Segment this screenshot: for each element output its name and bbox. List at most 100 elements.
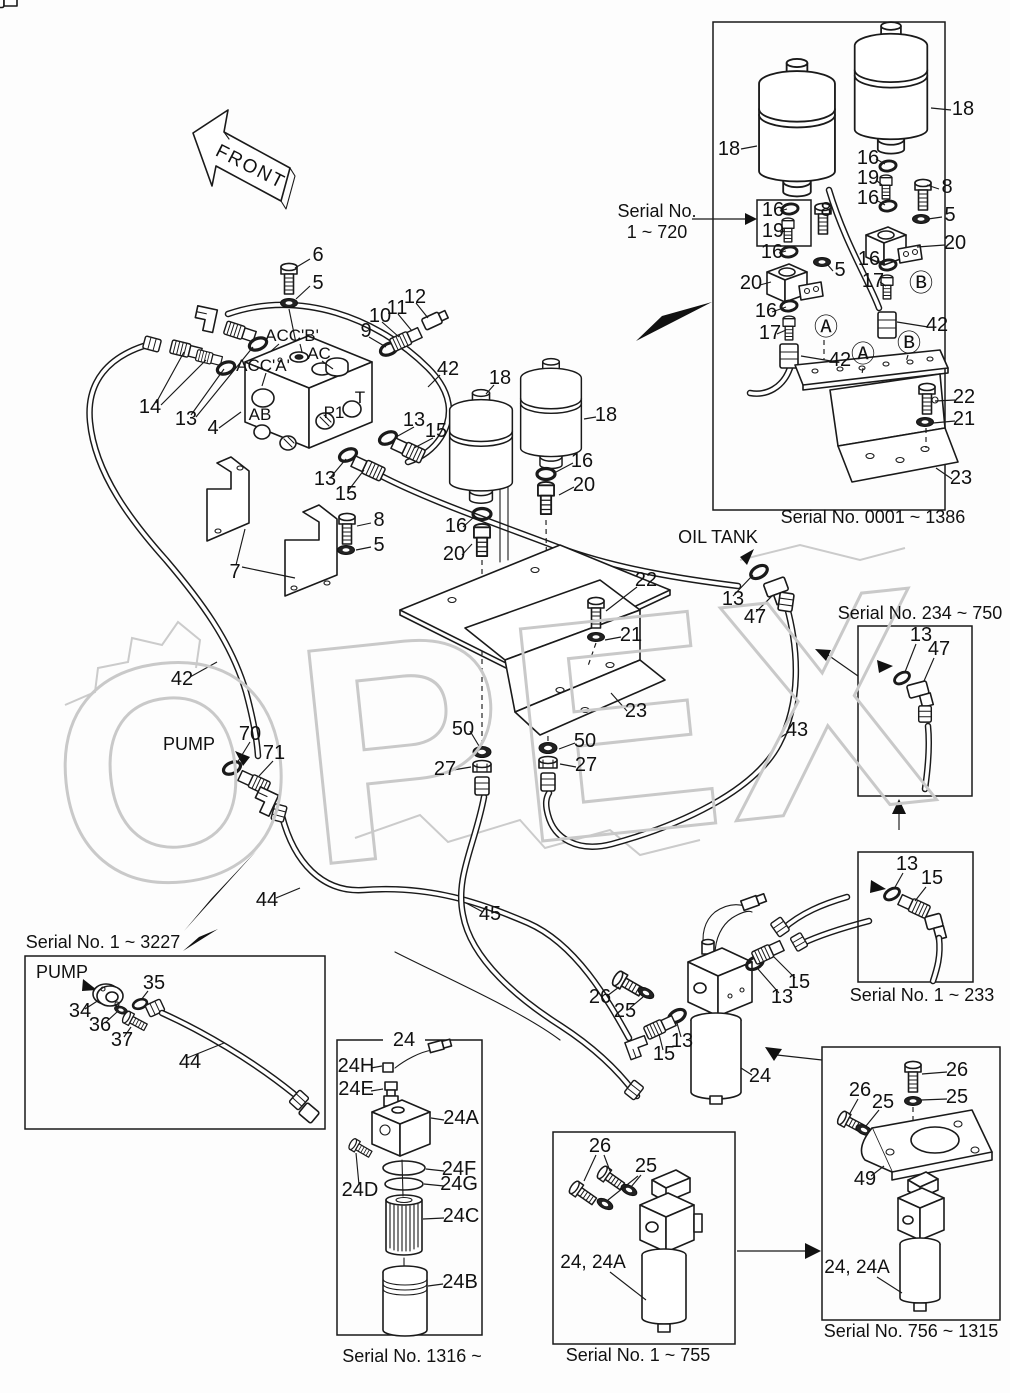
i755-label-24-24a: 24, 24A xyxy=(560,1252,626,1273)
callout-20-right: 20 xyxy=(573,474,595,496)
pump-flange xyxy=(92,983,124,1007)
watermark-graphics xyxy=(64,543,906,857)
ti-callout-8-r: 8 xyxy=(941,176,952,198)
callout-43: 43 xyxy=(786,719,808,741)
port-label-acc-a: ACC'A' xyxy=(236,356,290,375)
inset-serial-1-3227 xyxy=(24,929,326,1130)
note-serial-720-line2: 1 ~ 720 xyxy=(627,222,688,242)
callout-13-filter-right: 13 xyxy=(771,986,793,1008)
port-label-t: T xyxy=(355,388,365,407)
callout-8-bracket: 8 xyxy=(373,509,384,531)
ipump-callout-36: 36 xyxy=(89,1014,111,1036)
callout-23-main: 23 xyxy=(625,700,647,722)
ipump-label: PUMP xyxy=(36,962,88,982)
ti-callout-18-right: 18 xyxy=(952,98,974,120)
i756-callout-49: 49 xyxy=(854,1168,876,1190)
callout-24-filter: 24 xyxy=(749,1065,771,1087)
bracket-49 xyxy=(860,1109,993,1181)
callout-50-left: 50 xyxy=(452,718,474,740)
label-oil-tank: OIL TANK xyxy=(678,527,758,547)
ti-circle-a1: Ⓐ xyxy=(814,314,838,341)
i756-callout-25-top: 25 xyxy=(946,1086,968,1108)
callout-13-left: 13 xyxy=(175,408,197,430)
port-label-acc-b: ACC'B' xyxy=(265,326,319,345)
callout-13-p1: 13 xyxy=(314,468,336,490)
valve-block xyxy=(244,335,373,451)
i756-callout-26-left: 26 xyxy=(849,1079,871,1101)
callout-42-top: 42 xyxy=(437,358,459,380)
i755-callout-26: 26 xyxy=(589,1135,611,1157)
ti-callout-42-l: 42 xyxy=(829,349,851,371)
callout-5-valve: 5 xyxy=(312,272,323,294)
ti-callout-5-r: 5 xyxy=(944,204,955,226)
label-pump: PUMP xyxy=(163,734,215,754)
i234-callout-47: 47 xyxy=(928,638,950,660)
ti-callout-16-r2: 16 xyxy=(857,187,879,209)
ti-caption: Serial No. 0001 ~ 1386 xyxy=(781,507,966,527)
callout-45: 45 xyxy=(479,903,501,925)
callout-71: 71 xyxy=(263,742,285,764)
ti-callout-16-r3: 16 xyxy=(858,248,880,270)
inset-serial-756-1315 xyxy=(737,1046,1001,1321)
callout-15-filter-left: 15 xyxy=(653,1043,675,1065)
ti-callout-5-l: 5 xyxy=(834,259,845,281)
callout-25-filter: 25 xyxy=(614,1000,636,1022)
ti-circle-a2: Ⓐ xyxy=(851,341,875,368)
i1316-callout-24c: 24C xyxy=(443,1205,480,1227)
callout-20-left: 20 xyxy=(443,543,465,565)
i1316-callout-24h: 24H xyxy=(338,1055,375,1077)
ti-callout-17-l: 17 xyxy=(759,322,781,344)
callout-4: 4 xyxy=(207,417,218,439)
ipump-callout-37: 37 xyxy=(111,1029,133,1051)
inset-serial-0001-1386 xyxy=(712,21,959,511)
callout-27-right: 27 xyxy=(575,754,597,776)
i233-callout-15: 15 xyxy=(921,867,943,889)
i1316-callout-24: 24 xyxy=(393,1029,415,1051)
callout-7: 7 xyxy=(229,561,240,583)
callout-18-main-right: 18 xyxy=(595,404,617,426)
ti-circle-b2: Ⓑ xyxy=(897,330,921,357)
callout-5-bracket: 5 xyxy=(373,534,384,556)
port-label-ac: AC xyxy=(307,344,331,363)
callout-9: 9 xyxy=(360,320,371,342)
ti-circle-b1: Ⓑ xyxy=(909,270,933,297)
ti-callout-42-r: 42 xyxy=(926,314,948,336)
callout-12: 12 xyxy=(404,286,426,308)
ti-callout-18-left: 18 xyxy=(718,138,740,160)
callout-27-left: 27 xyxy=(434,758,456,780)
ti-callout-16-l2: 16 xyxy=(761,241,783,263)
callout-14: 14 xyxy=(139,396,161,418)
leader-lines xyxy=(84,107,956,1301)
port-label-p1: P1 xyxy=(324,403,345,422)
callout-70: 70 xyxy=(239,723,261,745)
i1316-callout-24f: 24F xyxy=(442,1158,476,1180)
i234-callout-13: 13 xyxy=(910,624,932,646)
ti-callout-22: 22 xyxy=(953,386,975,408)
i1316-callout-24a: 24A xyxy=(443,1107,479,1129)
i1316-callout-24g: 24G xyxy=(440,1173,478,1195)
callout-44: 44 xyxy=(256,889,278,911)
ti-callout-20-r: 20 xyxy=(944,232,966,254)
i1316-callout-24d: 24D xyxy=(342,1179,379,1201)
callout-26-filter: 26 xyxy=(589,986,611,1008)
ti-callout-17-r: 17 xyxy=(862,270,884,292)
title-serial-234-750: Serial No. 234 ~ 750 xyxy=(838,603,1003,623)
callout-13-oil: 13 xyxy=(722,588,744,610)
ipump-callout-44: 44 xyxy=(179,1051,201,1073)
i755-caption: Serial No. 1 ~ 755 xyxy=(566,1345,711,1365)
port-label-ab: AB xyxy=(249,405,272,424)
i755-callout-25: 25 xyxy=(635,1155,657,1177)
main-assembly xyxy=(0,0,809,1105)
i756-callout-25-left: 25 xyxy=(872,1091,894,1113)
filter-assembly xyxy=(687,892,768,1105)
callout-50-right: 50 xyxy=(574,730,596,752)
i1316-callout-24e: 24E xyxy=(338,1078,374,1100)
title-serial-1-3227: Serial No. 1 ~ 3227 xyxy=(26,932,181,952)
ipump-callout-34: 34 xyxy=(69,1000,91,1022)
callout-13-t: 13 xyxy=(403,409,425,431)
i756-callout-26-top: 26 xyxy=(946,1059,968,1081)
i756-caption: Serial No. 756 ~ 1315 xyxy=(824,1321,999,1341)
callout-18-main-left: 18 xyxy=(489,367,511,389)
